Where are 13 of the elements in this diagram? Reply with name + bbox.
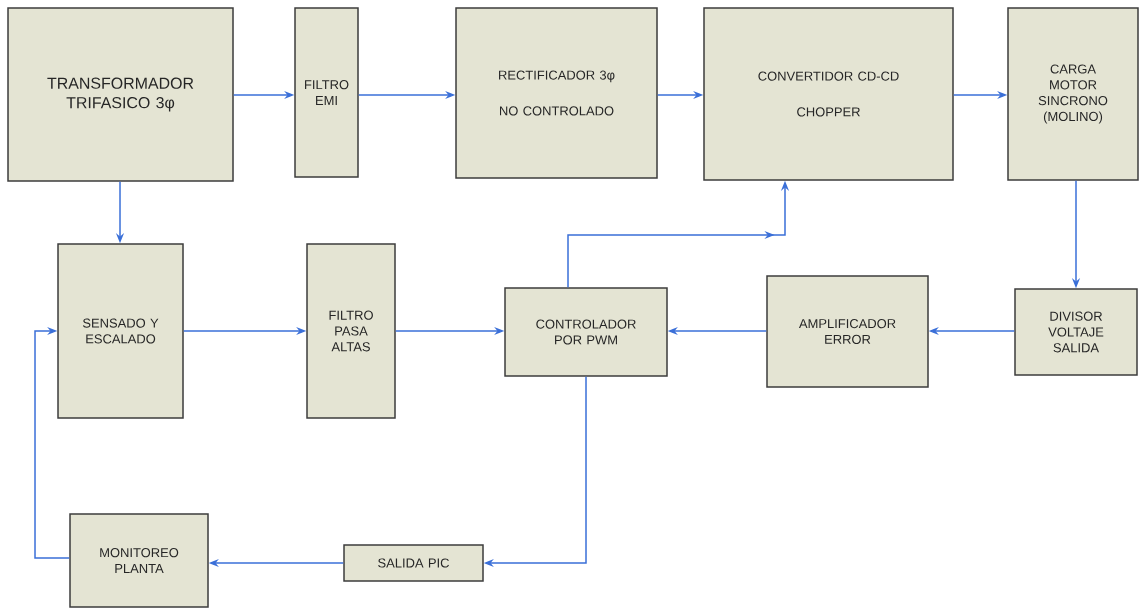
block-box: FILTRO PASA ALTAS [306,243,396,419]
block-box: DIVISOR VOLTAJE SALIDA [1014,288,1138,376]
block-box: TRANSFORMADOR TRIFASICO 3φ [7,7,234,182]
block-box: CONVERTIDOR CD-CD CHOPPER [703,7,954,181]
block-box: SENSADO Y ESCALADO [57,243,184,419]
block-box: MONITOREO PLANTA [69,513,209,608]
block-box: CONTROLADOR POR PWM [504,287,668,377]
block-box: SALIDA PIC [343,544,484,582]
block-box: AMPLIFICADOR ERROR [766,275,929,388]
block-box: FILTRO EMI [294,7,359,178]
arrow [34,326,70,559]
block-box: RECTIFICADOR 3φ NO CONTROLADO [455,7,658,179]
block-box: CARGA MOTOR SINCRONO (MOLINO) [1007,7,1139,181]
